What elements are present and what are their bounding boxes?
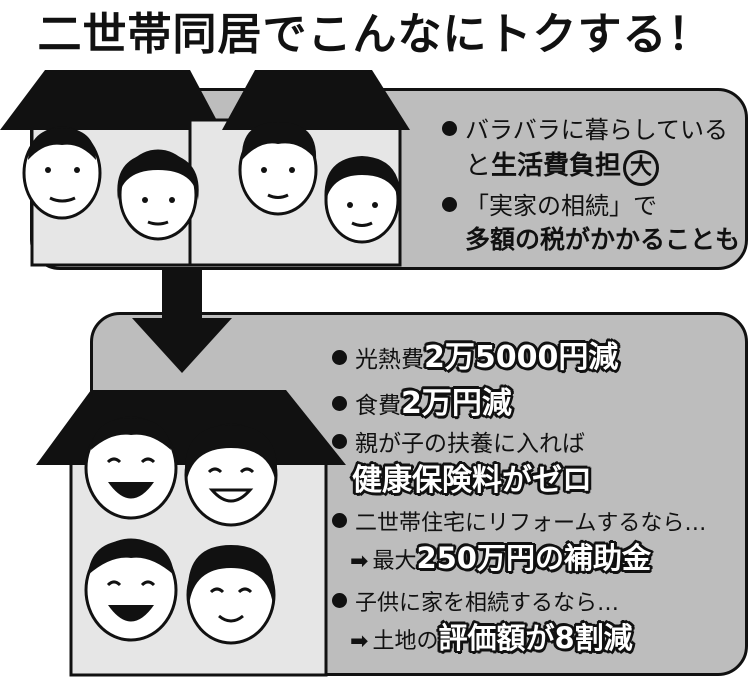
bullet-icon — [332, 396, 347, 411]
after-item-5-highlight: 評価額が8割減 — [438, 621, 633, 655]
before-item-2-line1: 「実家の相続」で — [465, 192, 657, 220]
after-item-4-highlight: 250万円の補助金 — [416, 541, 651, 575]
down-arrow-icon — [132, 268, 232, 373]
after-item-3-highlight: 健康保険料がゼロ — [352, 463, 592, 498]
face-icon — [184, 423, 278, 527]
after-item-1-highlight: 2万5000円減 — [424, 340, 619, 375]
after-item-4-pre: 最大 — [372, 549, 417, 574]
after-item-4-text: 二世帯住宅にリフォームするなら… — [355, 511, 707, 536]
bullet-icon — [332, 513, 347, 528]
face-icon — [324, 156, 401, 244]
after-item-5-text: 子供に家を相続するなら… — [355, 591, 620, 616]
before-item-2-line2: 多額の税がかかることも — [465, 220, 740, 256]
before-houses-illustration — [0, 70, 410, 267]
before-item-1-line1: バラバラに暮らしている — [465, 116, 729, 144]
after-item-4-line2: ➡最大250万円の補助金 — [350, 535, 651, 577]
large-badge: 大 — [623, 150, 660, 186]
after-item-3: 親が子の扶養に入れば — [332, 424, 585, 458]
page-title: 二世帯同居でこんなにトクする！ — [37, 9, 713, 60]
face-icon — [84, 416, 178, 520]
bullet-icon — [332, 350, 347, 365]
after-item-3-line2: 健康保険料がゼロ — [352, 455, 592, 499]
face-icon — [238, 122, 318, 216]
before-item-2: 「実家の相続」で — [442, 186, 657, 221]
before-item-1-line2: と生活費負担大 — [465, 145, 660, 186]
bullet-icon — [442, 121, 457, 136]
after-item-5-pre: 土地の — [372, 629, 439, 654]
face-icon — [22, 126, 102, 220]
bullet-icon — [332, 593, 347, 608]
face-icon — [186, 545, 276, 645]
after-item-4: 二世帯住宅にリフォームするなら… — [332, 505, 706, 537]
before-item-1-bold: 生活費負担 — [491, 151, 622, 181]
after-item-5: 子供に家を相続するなら… — [332, 585, 619, 617]
before-item-1: バラバラに暮らしている — [442, 110, 728, 145]
after-item-2-text: 食費 — [355, 393, 401, 419]
right-arrow-icon: ➡ — [350, 549, 369, 574]
after-item-2-highlight: 2万円減 — [401, 386, 512, 421]
after-item-1-text: 光熱費 — [355, 347, 424, 373]
house-icon — [36, 390, 346, 677]
before-item-1-pre: と — [465, 151, 492, 181]
right-arrow-icon: ➡ — [350, 629, 369, 654]
before-item-2-bold: 多額の税がかかることも — [465, 225, 741, 254]
after-item-1: 光熱費2万5000円減 — [332, 332, 618, 376]
bullet-icon — [442, 197, 457, 212]
bullet-icon — [332, 434, 347, 449]
after-item-3-text: 親が子の扶養に入れば — [355, 431, 585, 457]
after-item-5-line2: ➡土地の評価額が8割減 — [350, 615, 633, 657]
face-icon — [84, 538, 178, 642]
after-item-2: 食費2万円減 — [332, 378, 512, 422]
after-house-illustration — [36, 390, 346, 677]
face-icon — [117, 149, 199, 241]
